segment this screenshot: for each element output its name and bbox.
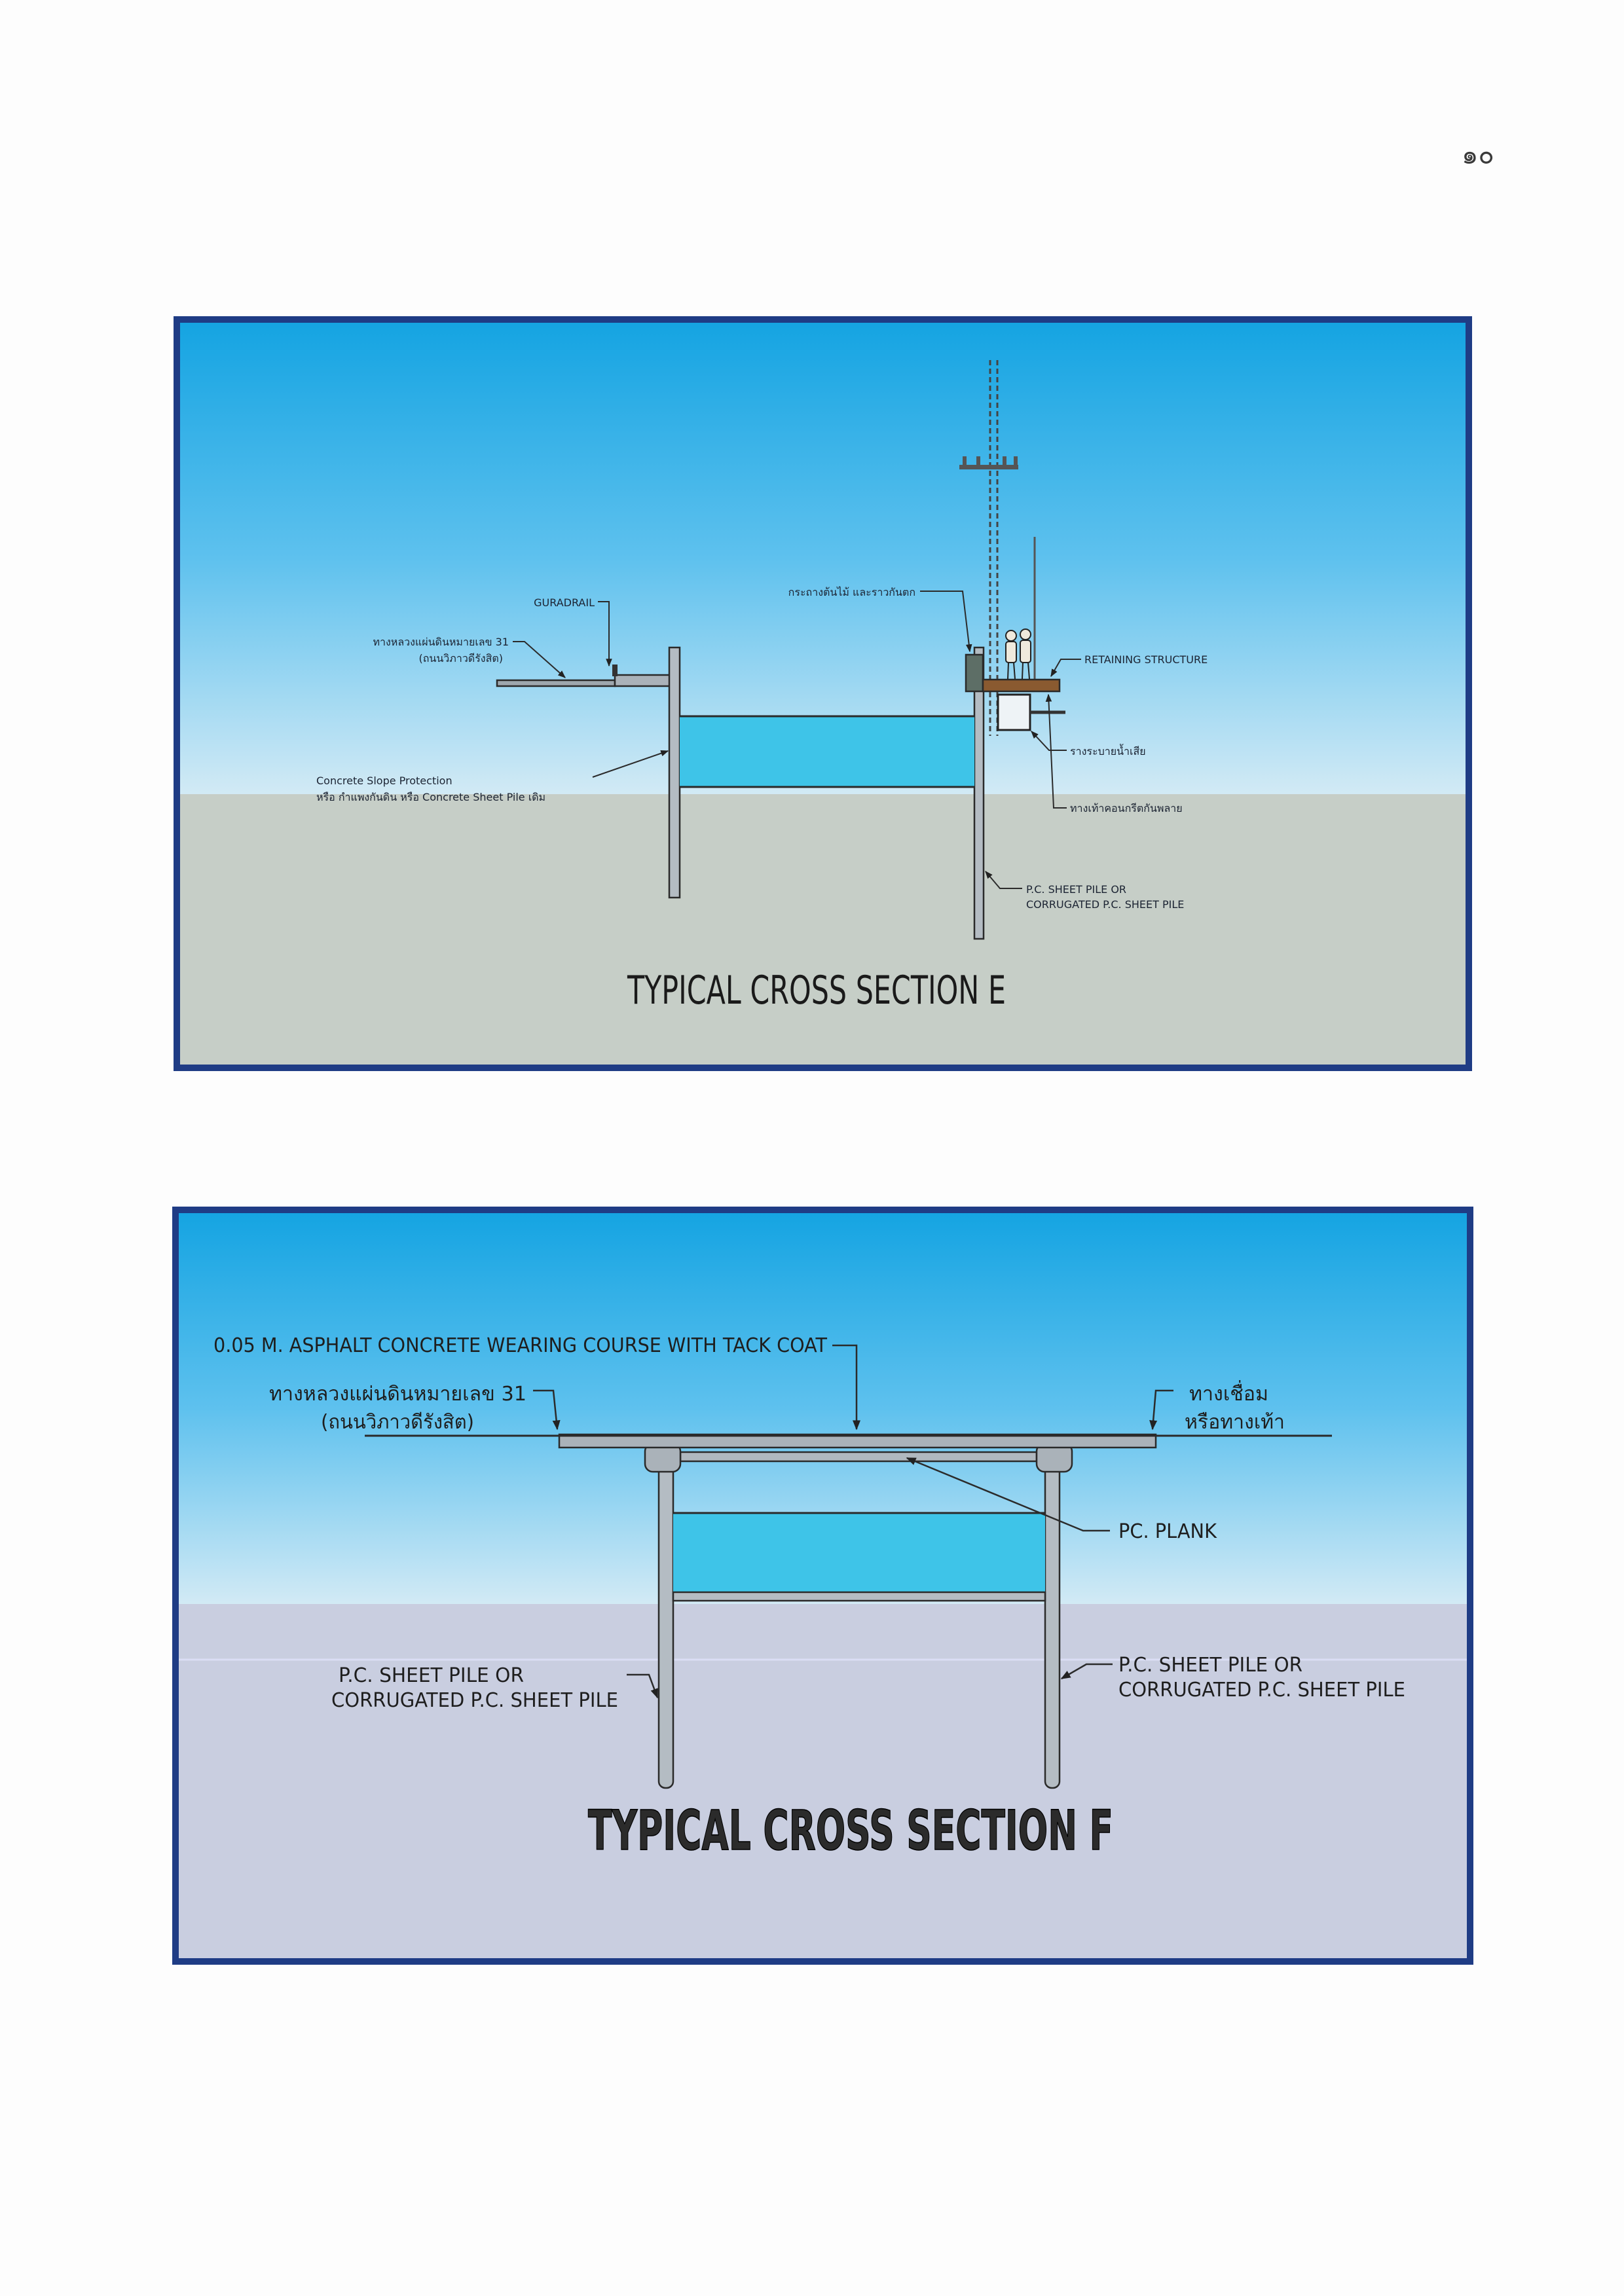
right-sheet-pile-label-line1: P.C. SHEET PILE OR — [1118, 1654, 1302, 1677]
planter-box — [965, 653, 984, 693]
insulator — [963, 456, 967, 465]
slope-protection-label-line1: Concrete Slope Protection — [316, 774, 452, 787]
insulator — [1014, 456, 1018, 465]
connector-label-line1: ทางเชื่อม — [1189, 1380, 1268, 1406]
connector-label-line2: หรือทางเท้า — [1185, 1411, 1285, 1434]
highway-leader — [533, 1389, 561, 1430]
retaining-platform — [982, 678, 1061, 693]
asphalt-course-leader — [832, 1344, 860, 1430]
retaining-structure-leader — [1050, 659, 1081, 678]
pedestrian-figure — [1005, 630, 1017, 680]
slope-protection-label-line2: หรือ กำแพงกันดิน หรือ Concrete Sheet Pil… — [316, 791, 545, 803]
slope-protection-leader — [592, 750, 669, 778]
pedestrian-figure — [1020, 629, 1031, 680]
ground-background — [180, 794, 1466, 1065]
canal-water — [680, 716, 974, 787]
planter-railing-label: กระถางต้นไม้ และราวกันตก — [788, 586, 915, 598]
pc-plank-leader — [906, 1457, 1110, 1532]
walkway-label: ทางเท้าคอนกรีตกันพลาย — [1070, 802, 1183, 814]
utility-pole-crossarm — [959, 465, 1018, 469]
right-sheet-pile-leader — [1060, 1663, 1113, 1680]
sheet-pile-label-line1: P.C. SHEET PILE OR — [1026, 883, 1126, 896]
page-number: ๑๐ — [1462, 140, 1494, 170]
bottom-strut — [672, 1591, 1046, 1602]
left-sheet-pile — [668, 646, 681, 899]
guardrail-post — [612, 665, 618, 676]
panel-frame — [174, 316, 1472, 1071]
highway-label-line2: (ถนนวิภาวดีรังสิต) — [419, 652, 504, 665]
pc-plank-label: PC. PLANK — [1118, 1520, 1217, 1543]
planter-railing-leader — [920, 591, 972, 653]
retaining-structure-label: RETAINING STRUCTURE — [1084, 653, 1208, 666]
insulator — [976, 456, 980, 465]
cross-section-f-drawing: 0.05 M. ASPHALT CONCRETE WEARING COURSE … — [172, 1207, 1473, 1965]
cross-section-f-panel: 0.05 M. ASPHALT CONCRETE WEARING COURSE … — [172, 1207, 1473, 1965]
pc-plank — [679, 1451, 1038, 1463]
highway-label-line1: ทางหลวงแผ่นดินหมายเลข 31 — [373, 636, 509, 648]
left-sheet-pile-leader — [627, 1673, 659, 1699]
right-sheet-pile — [973, 646, 985, 940]
walkway-leader — [1045, 693, 1067, 809]
cross-section-e-drawing: GURADRAIL ทางหลวงแผ่นดินหมายเลข 31 (ถนนว… — [174, 316, 1472, 1071]
connector-leader — [1149, 1389, 1173, 1430]
highway-road-slab — [496, 679, 616, 687]
highway-label-line2: (ถนนวิภาวดีรังสิต) — [321, 1411, 474, 1434]
cross-section-e-panel: GURADRAIL ทางหลวงแผ่นดินหมายเลข 31 (ถนนว… — [174, 316, 1472, 1071]
drain-box — [997, 693, 1031, 731]
right-sheet-pile-label-line2: CORRUGATED P.C. SHEET PILE — [1118, 1679, 1405, 1702]
road-edge-step — [614, 674, 671, 687]
highway-leader — [513, 641, 566, 678]
drain-label: รางระบายน้ำเสีย — [1070, 744, 1146, 757]
guardrail-leader — [598, 601, 612, 667]
highway-label-line1: ทางหลวงแผ่นดินหมายเลข 31 — [269, 1383, 526, 1406]
bridge-deck-slab — [558, 1433, 1157, 1449]
sheet-pile-leader — [985, 871, 1022, 889]
panel-frame — [172, 1207, 1473, 1965]
sheet-pile-label-line2: CORRUGATED P.C. SHEET PILE — [1026, 898, 1184, 911]
section-f-title: TYPICAL CROSS SECTION F — [588, 1798, 1113, 1863]
left-sheet-pile-label-line2: CORRUGATED P.C. SHEET PILE — [331, 1689, 618, 1712]
right-sheet-pile — [1044, 1463, 1061, 1789]
asphalt-course-label: 0.05 M. ASPHALT CONCRETE WEARING COURSE … — [213, 1334, 828, 1357]
canal-water — [673, 1513, 1045, 1592]
section-e-title: TYPICAL CROSS SECTION E — [627, 968, 1006, 1013]
guardrail-label: GURADRAIL — [534, 596, 595, 609]
left-sheet-pile — [657, 1463, 674, 1789]
left-sheet-pile-label-line1: P.C. SHEET PILE OR — [339, 1664, 524, 1687]
ground-background — [179, 1604, 1467, 1958]
drain-leader — [1031, 731, 1067, 751]
insulator — [1003, 456, 1006, 465]
